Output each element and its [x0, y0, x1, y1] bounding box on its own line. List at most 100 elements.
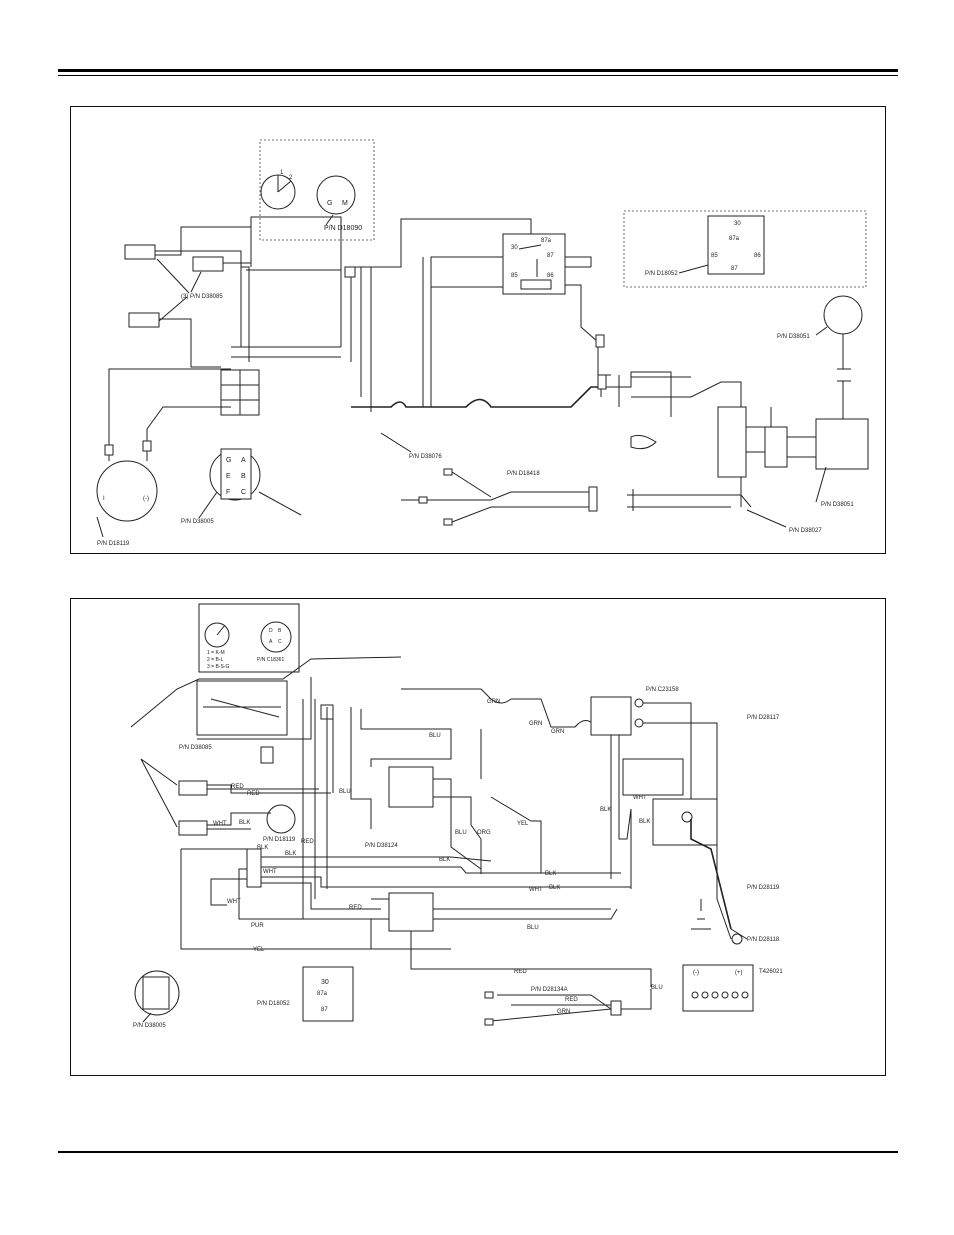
- plug-connector: [588, 486, 598, 512]
- plug-connector-b: [610, 1000, 622, 1016]
- plug-end-2: [418, 496, 428, 504]
- lbl-org: ORG: [477, 830, 491, 836]
- footer-rule: [58, 1151, 898, 1153]
- lbl-wht-1: WHT: [213, 821, 227, 827]
- relay-bottom-30: 30: [321, 979, 329, 986]
- lbl-blk-4: BLK: [439, 857, 450, 863]
- center-connector: [246, 848, 262, 888]
- switch-pn-1: P/N D38085: [179, 745, 212, 751]
- relay-right-label: P/N D18052: [645, 271, 678, 277]
- hour-meter-label: P/N D18090: [324, 225, 362, 232]
- switches-label: (3) P/N D38085: [181, 294, 223, 300]
- header-rule-thick: [58, 69, 898, 72]
- harness-connector-2: [597, 374, 607, 390]
- ign-pin-e: E: [226, 473, 231, 480]
- lbl-blk-1: BLK: [239, 820, 250, 826]
- inset-legend-1: 1 = K-M: [207, 650, 225, 656]
- lbl-wht-5: WHT: [633, 795, 647, 801]
- plug-end-a: [484, 991, 494, 999]
- plug-end-b: [484, 1018, 494, 1026]
- plug-label: P/N D18418: [507, 471, 540, 477]
- harness-connector-1: [595, 334, 605, 348]
- solenoid: [96, 460, 158, 522]
- battery-pn: T426021: [759, 969, 783, 975]
- ignition-bottom: [134, 970, 180, 1016]
- inset-key-switch: [260, 621, 292, 653]
- relay-right-30: 30: [734, 221, 741, 227]
- switch-2: [192, 256, 224, 272]
- header-rule-thin: [58, 75, 898, 76]
- inset-key-pn: P/N C18361: [257, 657, 284, 663]
- lbl-blk-7: BLK: [600, 807, 611, 813]
- relay-bottom-87a: 87a: [317, 991, 328, 997]
- relay-bottom: [302, 966, 354, 1022]
- lbl-red-2: RED: [247, 791, 260, 797]
- connector-block-2: [764, 426, 788, 468]
- lbl-blk-8: BLK: [639, 819, 650, 825]
- relay-lower: [388, 892, 434, 932]
- relay-top-right: [707, 215, 765, 275]
- relay-left-85: 85: [511, 273, 518, 279]
- hour-meter-dial-1: 1: [280, 170, 284, 176]
- relay-upper: [388, 766, 434, 808]
- battery-neg: (-): [693, 970, 699, 976]
- harness-pn: P/N D38124: [365, 843, 398, 849]
- solenoid-term-1: [104, 444, 114, 456]
- solenoid-label: P/N D18119: [97, 541, 130, 547]
- battery-tray: [622, 758, 684, 796]
- lbl-blu-3: BLU: [429, 733, 441, 739]
- solenoid-term-2: [142, 440, 152, 452]
- hour-meter-block: [196, 680, 288, 736]
- lbl-red-3: RED: [301, 839, 314, 845]
- lbl-pur: PUR: [251, 923, 264, 929]
- ign-pin-c: C: [241, 489, 246, 496]
- horn-label: P/N D38051: [777, 334, 810, 340]
- inset-legend-2: 2 = B-L: [207, 657, 223, 663]
- solenoid-right: (-): [143, 496, 149, 502]
- lbl-grn-3: GRN: [551, 729, 564, 735]
- harness-label: P/N D38076: [409, 454, 442, 460]
- switch-a: [178, 780, 208, 796]
- lbl-red-5: RED: [514, 969, 527, 975]
- starter-pn: P/N C23158: [646, 687, 679, 693]
- relay-left-86: 86: [547, 273, 554, 279]
- ignition-bottom-pn: P/N D38005: [133, 1023, 166, 1029]
- lbl-blu-5: BLU: [651, 985, 663, 991]
- relay-bottom-pn: P/N D18052: [257, 1001, 290, 1007]
- ign-pin-b: B: [241, 473, 246, 480]
- relay-right-87a: 87a: [729, 236, 740, 242]
- relay-right-86: 86: [754, 253, 761, 259]
- relay-left-87: 87: [547, 253, 554, 259]
- relay-left-30: 30: [511, 245, 518, 251]
- relay-right-85: 85: [711, 253, 718, 259]
- inset-key-box: [198, 603, 300, 673]
- lbl-yel-2: YEL: [517, 821, 529, 827]
- lbl-wht-4: WHT: [529, 887, 543, 893]
- hour-meter-dial-2: 2: [289, 175, 293, 181]
- module-label: P/N D38051: [821, 502, 854, 508]
- lbl-blu-1: BLU: [527, 925, 539, 931]
- switch-b: [178, 820, 208, 836]
- small-solenoid-pn: P/N D18119: [263, 837, 296, 843]
- lbl-grn-2: GRN: [529, 721, 542, 727]
- lbl-grn-4: GRN: [557, 1009, 570, 1015]
- inset-pin-b: B: [278, 628, 282, 634]
- ignition-label: P/N D38005: [181, 519, 214, 525]
- relay-left-coil: [520, 279, 552, 290]
- relay-left-87a: 87a: [541, 238, 552, 244]
- wiring-diagram-bottom-svg: 1 = K-M 2 = B-L 3 = B-S-G D B A C P/N C1…: [130, 603, 783, 1029]
- hour-meter-term-m: M: [342, 200, 348, 207]
- hour-meter-box: [259, 139, 375, 241]
- lbl-wht-2: WHT: [263, 869, 277, 875]
- key-icon: [630, 434, 657, 450]
- inset-pin-c: C: [278, 639, 282, 645]
- lbl-blk-2: BLK: [257, 845, 268, 851]
- inset-key-dial: [204, 622, 230, 648]
- relay-bottom-87: 87: [321, 1007, 328, 1013]
- hour-meter-term-g: G: [327, 200, 332, 207]
- plug-end-1: [443, 468, 453, 476]
- wiring-diagram-top-svg: 1 2 G M P/N D18090 (3) P/N D38085 30 87a…: [96, 139, 869, 547]
- lbl-yel: YEL: [253, 947, 265, 953]
- lbl-blk-6: BLK: [549, 885, 560, 891]
- module-box: [815, 418, 869, 470]
